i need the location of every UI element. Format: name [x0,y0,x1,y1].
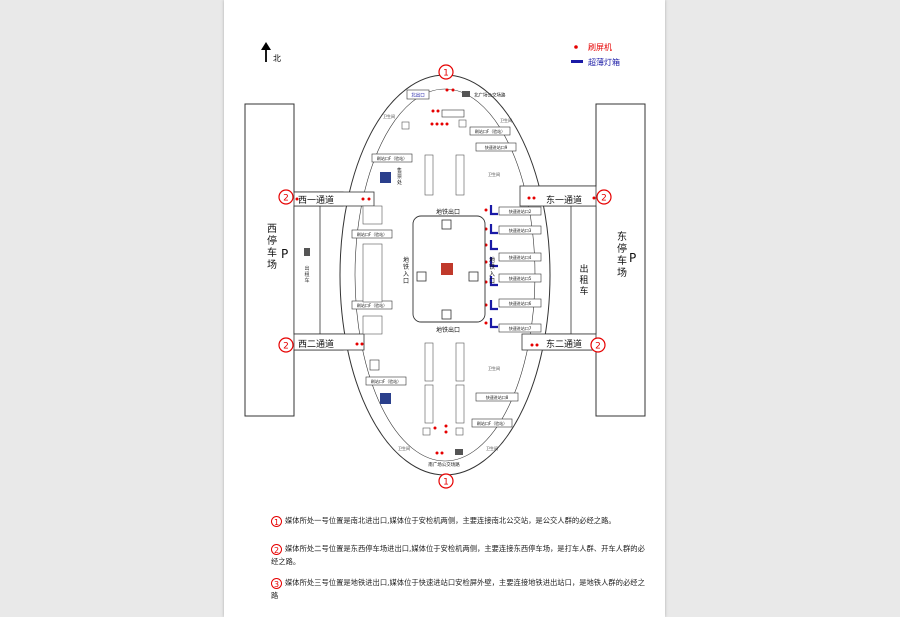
svg-text:快速进站口6: 快速进站口6 [509,300,532,306]
svg-text:快速进站口3: 快速进站口3 [509,227,532,233]
metro-exit-icon-bottom [441,309,452,320]
metro-entrance-right: 地铁入口 [489,256,495,285]
east-parking-label: 东停车场 [617,230,627,279]
car-icon [304,248,310,256]
stairs-top-box [441,109,465,118]
svg-text:刷站口F（验站）: 刷站口F（验站） [357,231,387,237]
svg-text:快速进站口9: 快速进站口9 [485,144,508,150]
east-taxi-label: 出租车 [579,263,588,297]
svg-text:2: 2 [595,342,601,352]
svg-text:快速进站口8: 快速进站口8 [486,394,509,400]
w2-passage [293,333,365,351]
badge-1-bottom: 1 [438,473,454,489]
wc-bottom-right: 卫生间 [486,445,498,451]
light-box-icon [571,60,583,63]
svg-text:刷站口F（验站）: 刷站口F（验站） [357,302,387,308]
fast-gates: 快速进站口9 快速进站口2 快速进站口3 快速进站口4 快速进站口5 快速进站口… [475,142,542,402]
wc-bottom-left: 卫生间 [398,445,410,451]
svg-text:2: 2 [283,342,289,352]
svg-text:2: 2 [601,194,607,204]
svg-text:1: 1 [443,69,449,79]
svg-text:2: 2 [283,194,289,204]
badge-2-w1: 2 [278,189,294,205]
svg-text:刷站口F（验站）: 刷站口F（验站） [377,155,407,161]
west-taxi-label: 出租车 [304,265,309,284]
w2-label: 西二通道 [298,338,334,350]
east-taxi-lane [570,205,597,335]
card-machines [295,88,596,455]
gate-bottom-right [471,418,513,428]
light-boxes [489,205,498,329]
ticket-icon [380,172,391,183]
metro-exit-bottom: 地铁出口 [436,326,460,334]
metro-entrance-icon-left [416,271,427,282]
self-ticket-icon [380,393,391,404]
wc-mid-right-2: 卫生间 [488,365,500,371]
e1-label: 东一通道 [546,194,582,206]
west-parking-p: P [281,247,288,261]
gate-top-right-label: 刷站口F（验站） [475,128,505,134]
svg-text:快速进站口4: 快速进站口4 [509,254,532,260]
metro-entrance-left: 地铁入口 [403,256,409,285]
e2-label: 东二通道 [546,338,582,350]
west-parking-label: 西停车场 [267,224,277,271]
north-bus-label: 北广场公交场路 [474,92,506,99]
badge-2-e1: 2 [596,189,612,205]
svg-text:快速进站口7: 快速进站口7 [509,325,532,331]
south-bus-icon [455,449,463,455]
badge-1-top: 1 [438,64,454,80]
svg-text:快速进站口5: 快速进站口5 [509,275,532,281]
person-icon [369,359,380,371]
stairs-bottom-left-icon [422,427,431,436]
north-exit-label: 北出口 [411,92,425,99]
bus-icon [462,91,470,97]
north-exit-box [406,89,430,100]
stairs-top-right-icon [458,119,467,128]
e1-passage [519,185,597,207]
wc-top-left: 卫生间 [383,113,395,119]
west-taxi-lane [293,205,321,335]
gate-bottom-right-label: 刷站口F（验站） [477,420,507,426]
badge-2-w2: 2 [278,337,294,353]
wc-mid-right: 卫生间 [488,171,500,177]
legend-card-machine: 刷屏机 [588,42,612,52]
north-arrow-icon [261,42,271,62]
note-1-badge: 1 [271,515,282,527]
north-label: 北 [273,54,281,63]
metro-exit-icon-top [441,219,452,230]
note-3-text: 媒体所处三号位置是地铁进出口,媒体位于快速进站口安检屏外壁，主要连接地铁进出站口… [271,578,645,600]
note-3-badge: 3 [271,577,282,589]
metro-entrance-icon-right [468,271,479,282]
east-parking-p: P [629,251,636,265]
svg-text:快速进站口2: 快速进站口2 [509,208,532,214]
gate-top-right [469,126,511,136]
legend-light-box: 超薄灯箱 [588,57,620,67]
svg-text:1: 1 [443,478,449,488]
stairs-bottom-right-icon [455,427,464,436]
ticket-label: 售票处 [397,167,402,186]
note-2-badge: 2 [271,543,282,555]
badge-2-e2: 2 [590,337,606,353]
card-machine-icon [574,45,578,49]
wc-top-right: 卫生间 [500,117,512,123]
metro-logo-icon [441,263,453,275]
w1-label: 西一通道 [298,194,334,206]
note-2-text: 媒体所处二号位置是东西停车场进出口,媒体位于安检机两侧，主要连接东西停车场，是打… [271,544,645,566]
note-1-text: 媒体所处一号位置是南北进出口,媒体位于安检机两侧，主要连接南北公交站，是公交人群… [285,516,616,525]
stairs-top-left-icon [401,121,410,130]
south-bus-label: 南广场公交场路 [428,461,460,468]
metro-exit-top: 地铁出口 [436,208,460,216]
w1-passage [293,191,375,207]
svg-text:刷站口F（验站）: 刷站口F（验站） [371,378,401,384]
benches [362,154,465,424]
